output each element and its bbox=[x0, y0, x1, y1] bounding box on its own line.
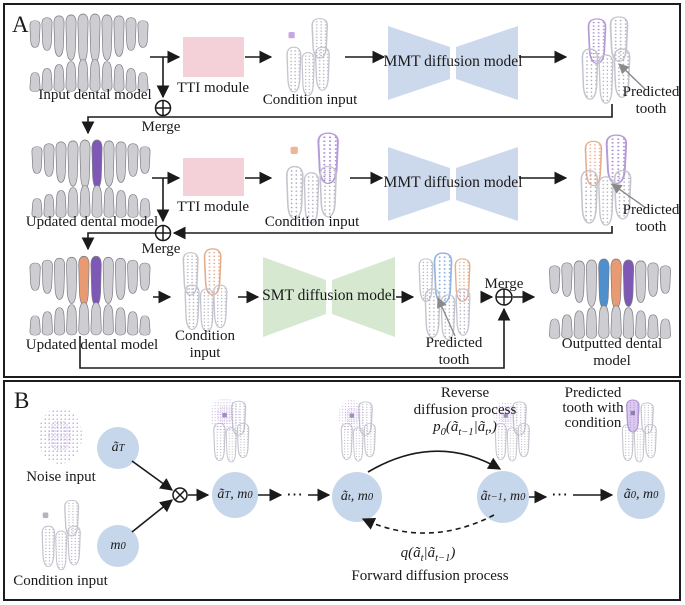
predicted-tooth-label-row3: Predicted tooth bbox=[425, 335, 483, 368]
condition-input-caption-b: Condition input bbox=[13, 573, 108, 589]
smt-diffusion-model: SMT diffusion model bbox=[262, 257, 396, 337]
updated-dental-model-caption-row3: Updated dental model bbox=[25, 337, 159, 353]
merge-label-row2: Merge bbox=[141, 241, 181, 257]
predicted-tooth-with-condition-label: Predicted tooth with condition bbox=[562, 385, 624, 431]
smt-label: SMT diffusion model bbox=[262, 287, 396, 305]
tti-module-label-row1: TTI module bbox=[176, 80, 250, 96]
reverse-process-label: Reverse diffusion process p0(ãt−1|ãt,) bbox=[413, 385, 517, 438]
panel-b-label: B bbox=[14, 388, 30, 413]
mmt-diffusion-model-row1: MMT diffusion model bbox=[384, 26, 522, 100]
tti-module-label-row2: TTI module bbox=[176, 199, 250, 215]
mmt-label-row2: MMT diffusion model bbox=[383, 174, 523, 192]
condition-input-caption-row3: Condition input bbox=[174, 328, 235, 361]
condition-input-caption-row1: Condition input bbox=[262, 92, 358, 108]
condition-marker-square-orange bbox=[290, 146, 298, 154]
input-dental-model-image bbox=[29, 13, 149, 92]
condition-marker-square-gray bbox=[42, 512, 49, 519]
noisy-teeth-pointcloud-3 bbox=[493, 401, 530, 462]
updated-dental-model-image-row2 bbox=[31, 139, 151, 218]
updated-dental-model-image-row3 bbox=[29, 255, 151, 336]
predicted-tooth-with-condition-pointcloud bbox=[621, 399, 657, 463]
forward-process-formula: q(ãt|ãt−1) bbox=[400, 545, 456, 564]
condition-marker-square-purple bbox=[288, 32, 295, 39]
tti-module-box-row1 bbox=[183, 37, 244, 77]
condition-input-caption-row2: Condition input bbox=[264, 214, 360, 230]
predicted-tooth-label-row1: Predicted tooth bbox=[622, 84, 680, 117]
mmt-diffusion-model-row2: MMT diffusion model bbox=[384, 147, 522, 221]
noisy-teeth-pointcloud-2 bbox=[338, 399, 376, 462]
forward-process-label: Forward diffusion process bbox=[351, 568, 509, 584]
predicted-tooth-pointcloud-row3 bbox=[418, 252, 471, 340]
outputted-dental-model-caption: Outputted dental model bbox=[561, 336, 663, 369]
tti-module-box-row2 bbox=[183, 158, 244, 196]
condition-input-pointcloud-row1 bbox=[286, 17, 330, 97]
condition-input-pointcloud-b bbox=[41, 499, 81, 571]
reverse-process-formula: p0(ãt−1|ãt,) bbox=[433, 419, 497, 438]
panel-a-label: A bbox=[12, 12, 29, 37]
condition-input-pointcloud-row3 bbox=[182, 248, 228, 333]
noisy-teeth-pointcloud-1 bbox=[209, 398, 250, 463]
ellipsis-2: ⋯ bbox=[551, 485, 569, 504]
merge-label-row1: Merge bbox=[141, 119, 181, 135]
input-dental-model-caption: Input dental model bbox=[38, 87, 152, 103]
mmt-label-row1: MMT diffusion model bbox=[383, 53, 523, 71]
ellipsis-1: ⋯ bbox=[286, 485, 304, 504]
outputted-dental-model-image bbox=[548, 258, 672, 339]
noise-input-caption: Noise input bbox=[26, 469, 96, 485]
predicted-tooth-label-row2: Predicted tooth bbox=[622, 202, 680, 235]
condition-input-pointcloud-row2 bbox=[285, 132, 339, 224]
updated-dental-model-caption-row2: Updated dental model bbox=[25, 214, 159, 230]
noise-input-pointcloud bbox=[38, 408, 82, 464]
merge-label-row3: Merge bbox=[484, 276, 524, 292]
